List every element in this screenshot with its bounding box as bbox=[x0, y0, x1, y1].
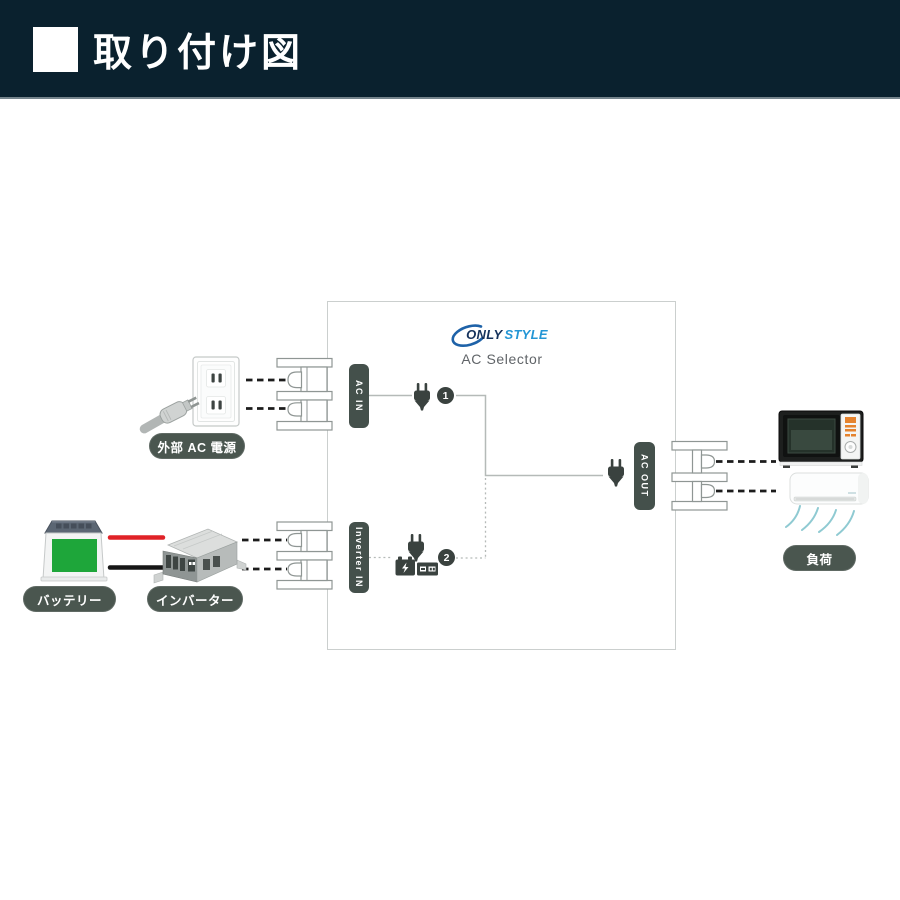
airflow-lines bbox=[785, 505, 855, 536]
junction-2-badge: 2 bbox=[438, 549, 455, 566]
connection-lines bbox=[369, 394, 603, 477]
battery-wires bbox=[107, 535, 166, 570]
port-label-ac-out: AC OUT bbox=[634, 442, 655, 510]
label-load: 負荷 bbox=[783, 545, 856, 571]
microwave-illustration bbox=[778, 410, 864, 468]
port-label-ac-in: AC IN bbox=[349, 364, 369, 428]
brand-name-style: STYLE bbox=[504, 327, 548, 342]
wall-outlet-illustration bbox=[192, 356, 240, 427]
dashed-external-connections bbox=[242, 378, 776, 571]
aircon-illustration bbox=[789, 472, 869, 505]
page-title: 取り付け図 bbox=[93, 31, 304, 75]
label-external-ac: 外部 AC 電源 bbox=[149, 433, 245, 459]
power-plug-illustration bbox=[139, 396, 200, 434]
battery-illustration bbox=[40, 520, 108, 582]
inverter-illustration bbox=[153, 528, 247, 584]
plug-icon-1 bbox=[414, 383, 430, 411]
dotted-connections bbox=[369, 478, 487, 559]
connector-bank-ac-in bbox=[276, 357, 333, 431]
junction-1-badge: 1 bbox=[437, 387, 454, 404]
label-inverter: インバーター bbox=[147, 586, 243, 612]
label-battery: バッテリー bbox=[23, 586, 116, 612]
plug-icon-ac-out bbox=[608, 459, 624, 487]
brand-name-only: ONLY bbox=[466, 327, 503, 342]
port-label-inverter-in: Inverter IN bbox=[349, 522, 369, 593]
plug-icon-2 bbox=[408, 534, 424, 562]
battery-icon bbox=[395, 556, 415, 576]
header: 取り付け図 bbox=[0, 0, 900, 99]
connector-bank-inverter-in bbox=[276, 521, 333, 590]
product-name: AC Selector bbox=[461, 351, 543, 367]
inverter-icon bbox=[417, 562, 438, 576]
connector-bank-ac-out bbox=[671, 440, 728, 511]
logo-swoosh-icon bbox=[451, 324, 484, 347]
header-square-icon bbox=[33, 27, 78, 72]
